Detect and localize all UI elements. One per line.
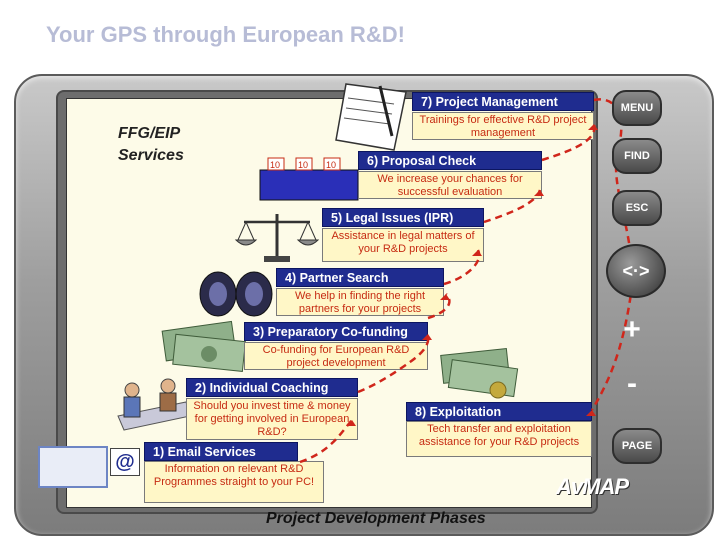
money-coins-icon (440, 347, 519, 399)
zoom-in-button[interactable]: + (623, 313, 641, 346)
step-3-title[interactable]: 3) Preparatory Co-funding (244, 322, 428, 341)
coaching-meeting-icon (117, 378, 191, 431)
zoom-out-button[interactable]: - (627, 367, 637, 400)
step-1-title[interactable]: 1) Email Services (144, 442, 298, 461)
svg-text:10: 10 (326, 160, 336, 170)
footer-caption: Project Development Phases (266, 510, 486, 527)
esc-button[interactable]: ESC (612, 190, 662, 226)
step-2-description: Should you invest time & money for getti… (186, 398, 358, 440)
step-5-description: Assistance in legal matters of your R&D … (322, 228, 484, 262)
step-6-description: We increase your chances for successful … (358, 171, 542, 199)
side-label-services: Services (118, 147, 184, 164)
step-6-title[interactable]: 6) Proposal Check (358, 151, 542, 170)
envelope-icon (38, 446, 108, 488)
step-1-description: Information on relevant R&D Programmes s… (144, 461, 324, 503)
step-8-description: Tech transfer and exploitation assistanc… (406, 421, 592, 457)
page-button[interactable]: PAGE (612, 428, 662, 464)
avmap-logo: AvMAP (556, 474, 629, 499)
step-8-title[interactable]: 8) Exploitation (406, 402, 592, 421)
step-3-description: Co-funding for European R&D project deve… (244, 342, 428, 370)
page-title: Your GPS through European R&D! (46, 22, 405, 47)
svg-text:10: 10 (270, 160, 280, 170)
evaluation-panel-icon: 10 10 10 (259, 157, 359, 201)
menu-button[interactable]: MENU (612, 90, 662, 126)
svg-text:10: 10 (298, 160, 308, 170)
step-7-description: Trainings for effective R&D project mana… (412, 112, 594, 140)
navigation-pad-button[interactable]: <·> (606, 244, 666, 298)
side-label-ffg-eip: FFG/EIP (118, 125, 181, 142)
step-4-description: We help in finding the right partners fo… (276, 288, 444, 316)
find-button[interactable]: FIND (612, 138, 662, 174)
money-bills-icon (161, 320, 247, 373)
binoculars-icon (199, 271, 273, 317)
step-5-title[interactable]: 5) Legal Issues (IPR) (322, 208, 484, 227)
step-7-title[interactable]: 7) Project Management (412, 92, 594, 111)
scales-of-justice-icon (234, 214, 320, 262)
step-4-title[interactable]: 4) Partner Search (276, 268, 444, 287)
at-email-icon: @ (110, 448, 140, 476)
step-2-title[interactable]: 2) Individual Coaching (186, 378, 358, 397)
signing-document-icon (335, 83, 407, 151)
